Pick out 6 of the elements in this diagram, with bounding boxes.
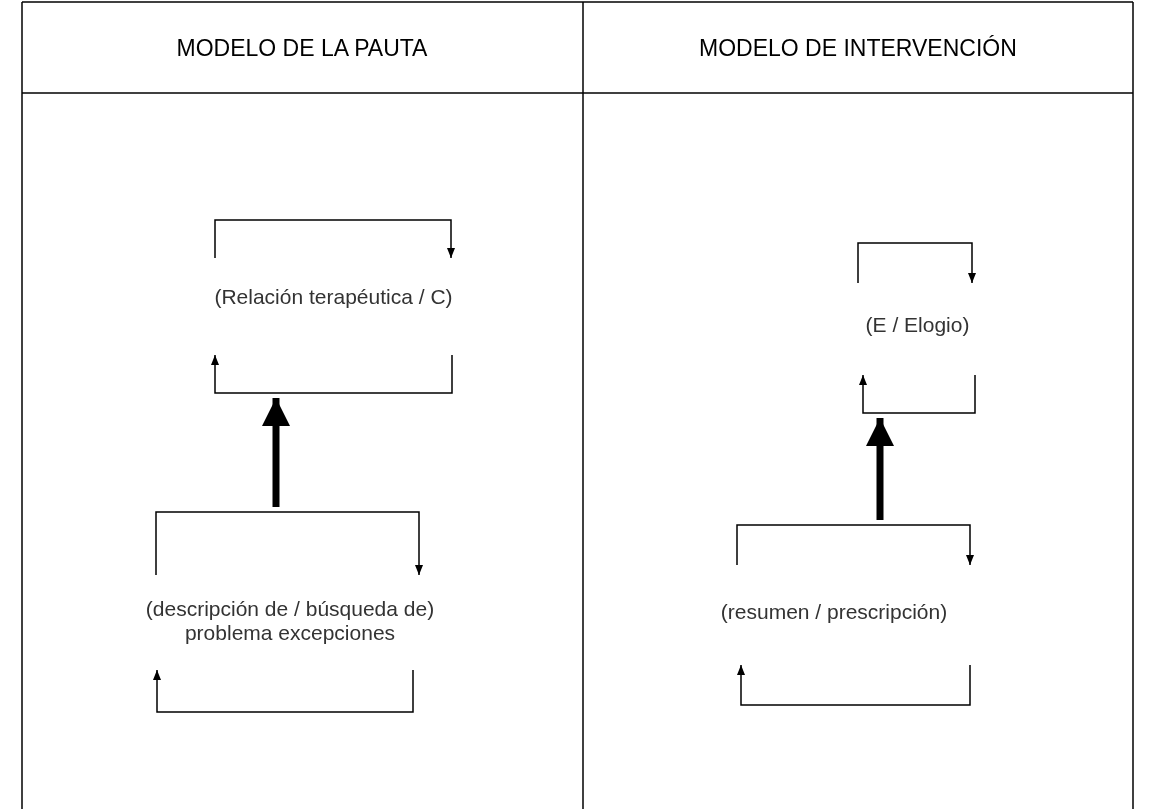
column-header: MODELO DE INTERVENCIÓN [699, 34, 1017, 62]
node-label: (resumen / prescripción) [719, 600, 949, 624]
column-header: MODELO DE LA PAUTA [176, 34, 428, 62]
node-label: (Relación terapéutica / C) [213, 285, 454, 309]
node-label: (E / Elogio) [864, 313, 971, 337]
node-label: (descripción de / búsqueda de) problema excepciones [144, 597, 436, 645]
